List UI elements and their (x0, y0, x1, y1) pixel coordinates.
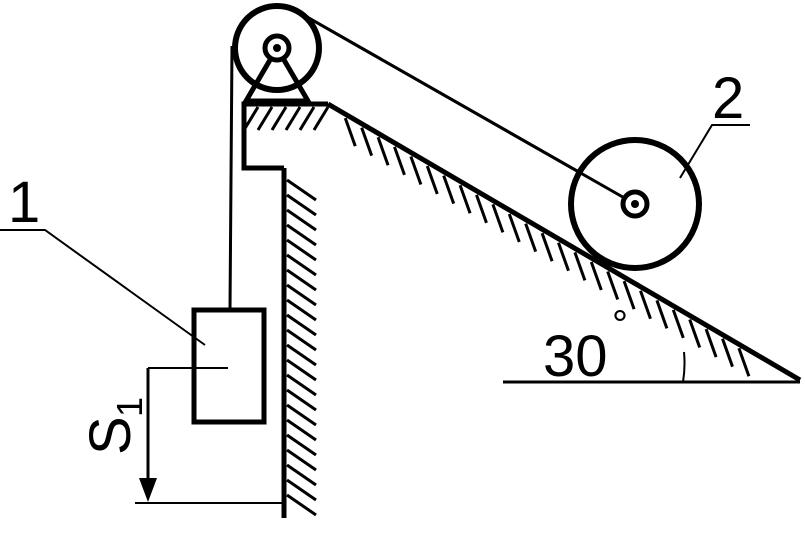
hatch-mark (376, 136, 390, 166)
label-displacement: S 1 (78, 397, 150, 455)
hatch-mark (286, 283, 317, 307)
rope (228, 11, 636, 311)
hatch-mark (286, 208, 317, 232)
label-body-2: 2 (712, 66, 744, 131)
inclined-plane (326, 101, 802, 383)
hatch-mark (688, 318, 702, 349)
hatch-mark (286, 478, 317, 502)
hatch-mark (737, 347, 751, 377)
hatch-mark (606, 271, 620, 301)
hatch-mark (540, 232, 554, 262)
hatch-mark (425, 165, 439, 195)
label-angle-value: 30 (543, 324, 608, 389)
hatch-mark (721, 338, 734, 368)
hatch-mark (286, 493, 317, 517)
hatch-mark (458, 184, 472, 214)
hatch-mark (286, 373, 317, 397)
hatch-mark (286, 298, 317, 322)
incline-hatching (343, 117, 751, 377)
hatch-mark (286, 193, 317, 217)
hatch-mark (286, 463, 317, 487)
hatch-mark (286, 313, 317, 337)
label-displacement-subscript: 1 (109, 397, 150, 417)
displacement-dimension (135, 367, 284, 504)
hatch-mark (286, 358, 317, 382)
hatch-mark (343, 117, 357, 147)
hatch-mark (655, 299, 669, 329)
hatch-mark (286, 178, 317, 202)
hatch-mark (524, 223, 538, 253)
roller-2 (299, 11, 702, 271)
hatch-mark (286, 448, 317, 472)
hatch-mark (573, 251, 587, 281)
hatch-mark (704, 328, 718, 358)
hatch-mark (671, 309, 685, 339)
hatch-mark (286, 223, 317, 247)
hatch-mark (286, 433, 317, 457)
hatch-mark (491, 203, 505, 233)
vertical-wall (281, 168, 317, 518)
hatch-mark (286, 268, 317, 292)
hatch-mark (286, 238, 317, 262)
hatch-mark (442, 175, 456, 205)
hatch-mark (622, 280, 636, 310)
angle-marker (503, 351, 800, 384)
leader-lines (0, 124, 750, 346)
hatch-mark (409, 155, 423, 185)
ledge (241, 101, 330, 171)
label-body-1: 1 (8, 170, 40, 235)
hatch-mark (286, 418, 317, 442)
block-1 (191, 307, 267, 425)
hatch-mark (286, 253, 317, 277)
hatch-mark (639, 290, 652, 320)
hatch-mark (557, 242, 570, 272)
hatch-mark (286, 343, 317, 367)
hatch-mark (393, 146, 406, 176)
hatch-mark (286, 328, 317, 352)
hatch-mark (360, 127, 374, 157)
pulley (232, 3, 322, 104)
hatch-mark (507, 213, 521, 243)
label-angle-unit: ° (612, 303, 628, 347)
label-displacement-symbol: S (78, 416, 143, 455)
wall-hatching (286, 178, 317, 517)
hatch-mark (286, 388, 317, 412)
hatch-mark (589, 261, 603, 291)
hatch-mark (475, 194, 488, 224)
hatch-mark (286, 403, 317, 427)
